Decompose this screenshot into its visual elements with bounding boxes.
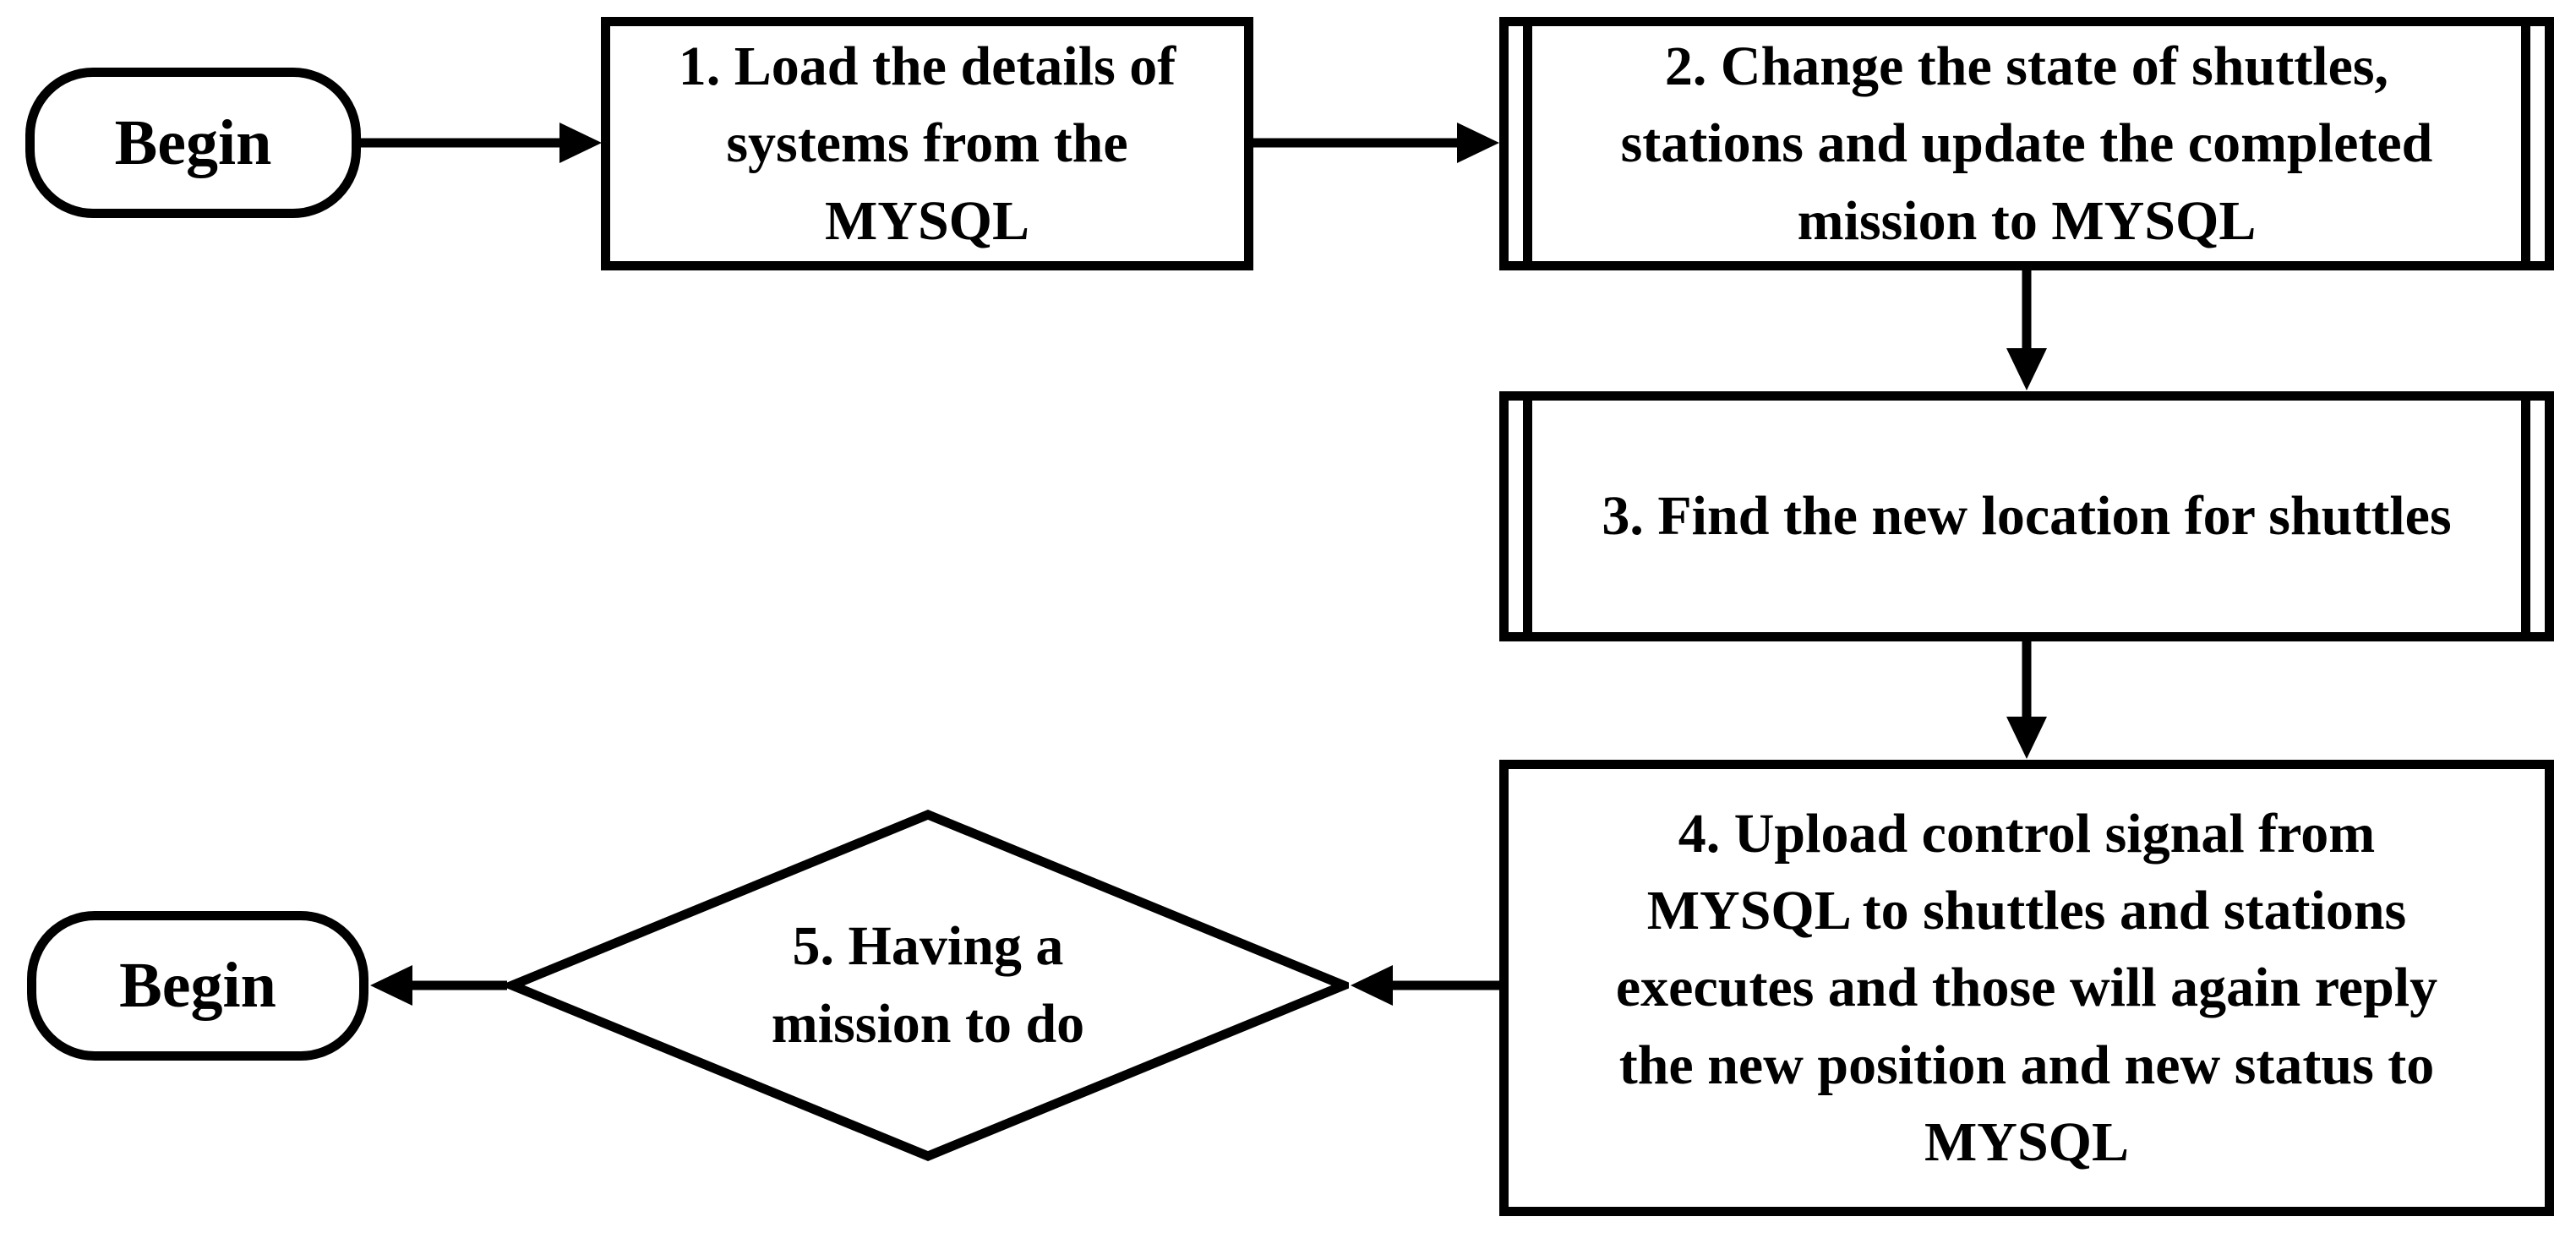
terminator-begin-bottom-label: Begin	[119, 950, 276, 1022]
predefined-strut-right	[2521, 26, 2530, 261]
process-step-1: 1. Load the details of systems from the …	[601, 17, 1253, 270]
process-step-1-label: 1. Load the details of systems from the …	[678, 35, 1176, 252]
predefined-process-step-3-label: 3. Find the new location for shuttles	[1602, 485, 2452, 548]
decision-diamond-shape	[507, 810, 1349, 1161]
arrow-begin-to-step1	[355, 123, 602, 163]
predefined-strut-right	[2521, 401, 2530, 632]
arrow-step3-to-step4	[2006, 640, 2047, 759]
predefined-process-step-2-label: 2. Change the state of shuttles, station…	[1620, 35, 2433, 252]
terminator-begin-top: Begin	[25, 68, 361, 218]
arrow-step1-to-step2	[1251, 123, 1499, 163]
predefined-process-step-2: 2. Change the state of shuttles, station…	[1499, 17, 2554, 270]
process-step-4-label: 4. Upload control signal from MYSQL to s…	[1615, 803, 2438, 1173]
predefined-strut-left	[1523, 26, 1532, 261]
arrow-step5-to-begin-bottom	[370, 965, 507, 1006]
predefined-process-step-3: 3. Find the new location for shuttles	[1499, 391, 2554, 641]
predefined-strut-left	[1523, 401, 1532, 632]
decision-step-5-label: 5. Having a mission to do	[771, 914, 1085, 1055]
arrow-step4-to-step5	[1351, 965, 1501, 1006]
arrow-step2-to-step3	[2006, 269, 2047, 390]
process-step-4: 4. Upload control signal from MYSQL to s…	[1499, 760, 2554, 1216]
decision-step-5: 5. Having a mission to do	[507, 810, 1349, 1161]
terminator-begin-top-label: Begin	[114, 106, 272, 178]
terminator-begin-bottom: Begin	[27, 911, 368, 1061]
